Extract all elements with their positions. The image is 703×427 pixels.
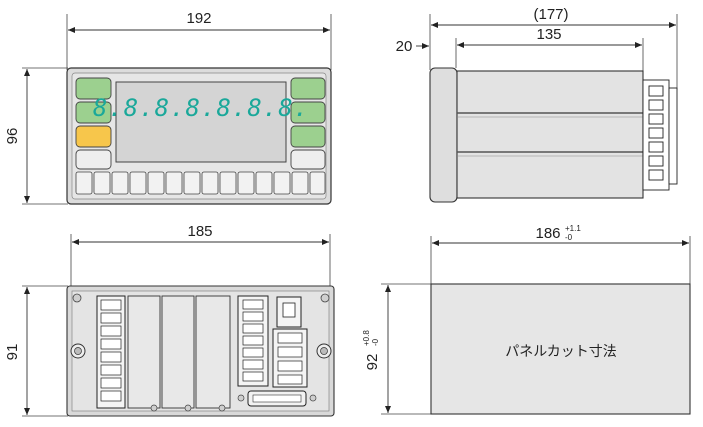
cutout-height-tol-plus: +0.8: [362, 330, 371, 346]
front-right-key-3: [290, 125, 326, 148]
front-bottom-key-row: [75, 171, 326, 195]
front-left-key-4: [75, 149, 112, 170]
side-body-label: 135: [536, 26, 561, 43]
front-left-key-3: [75, 125, 112, 148]
front-right-key-2: [290, 101, 326, 124]
cutout-width-label: 186: [535, 225, 560, 242]
rear-option-slot-2: [161, 295, 195, 409]
panel-cutout-view: 186 +1.1 -0 92 +0.8 -0 パネルカット寸法: [362, 224, 691, 415]
side-view: (177) 135 20: [396, 6, 678, 203]
rear-height-label: 91: [4, 344, 21, 361]
rear-option-slot-1: [127, 295, 161, 409]
front-width-label: 192: [186, 10, 211, 27]
side-terminal-block: [642, 79, 678, 191]
cutout-rectangle: [430, 283, 691, 415]
front-height-label: 96: [4, 128, 21, 145]
rear-mounting-screw-left: [70, 343, 86, 359]
seven-segment-display: 8.8.8.8.8.8.8.: [93, 94, 309, 122]
rear-width-label: 185: [187, 223, 212, 240]
cutout-height-label: 92: [364, 354, 381, 371]
side-overall-label: (177): [533, 6, 568, 23]
rear-mounting-screw-right: [316, 343, 332, 359]
front-left-key-1: [75, 77, 112, 100]
cutout-caption: パネルカット寸法: [505, 344, 617, 360]
cutout-width-tol-minus: -0: [565, 233, 573, 242]
rear-option-slot-3: [195, 295, 231, 409]
front-right-key-1: [290, 77, 326, 100]
rear-dsub-connector: [247, 390, 307, 407]
rear-terminal-block-right: [272, 328, 308, 388]
side-housing: [456, 70, 644, 199]
front-view: 192 96 8.8.8.8.8.8.8.: [4, 10, 332, 205]
display-window: [115, 81, 287, 163]
side-bezel-label: 20: [396, 38, 413, 55]
side-bezel: [429, 67, 458, 203]
cutout-height-tol-minus: -0: [371, 338, 380, 346]
cutout-width-tol-plus: +1.1: [565, 224, 581, 233]
front-right-key-4: [290, 149, 326, 170]
rear-view: 185 91: [4, 223, 335, 417]
rear-terminal-block-left: [96, 295, 126, 409]
rear-terminal-block-middle: [237, 295, 269, 387]
front-left-key-2: [75, 101, 112, 124]
